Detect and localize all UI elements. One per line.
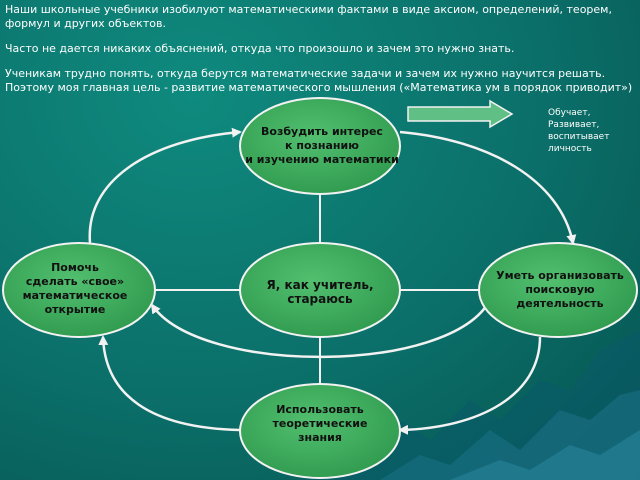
node-center-circle	[239, 242, 401, 338]
side-note: Обучает, Развивает, воспитывает личность	[548, 108, 610, 154]
node-left-circle	[2, 242, 156, 338]
arc-right-to-left-under-center	[150, 299, 492, 359]
node-bottom-circle	[239, 383, 401, 479]
arc-top-to-right	[399, 130, 577, 245]
arc-right-to-bottom	[398, 336, 542, 435]
arc-left-to-top	[88, 127, 242, 244]
node-right-label: Уметь организовать поисковую деятельност…	[496, 269, 624, 310]
intro-paragraph-3: Ученикам трудно понять, откуда берутся м…	[5, 67, 633, 94]
node-left-label: Помочь сделать «свое» математическое отк…	[22, 261, 128, 316]
node-right-circle	[478, 242, 638, 338]
node-bottom-label: Использовать теоретические знания	[272, 403, 368, 444]
node-top-circle	[239, 97, 401, 195]
node-center-label: Я, как учитель, стараюсь	[266, 278, 374, 306]
node-top-label: Возбудить интерес к познанию и изучению …	[245, 125, 399, 166]
arc-bottom-to-left	[98, 335, 241, 432]
intro-paragraph-1: Наши школьные учебники изобилуют математ…	[5, 3, 612, 30]
intro-paragraph-2: Часто не дается никаких объяснений, отку…	[5, 42, 515, 55]
right-arrow-shape	[407, 99, 514, 129]
